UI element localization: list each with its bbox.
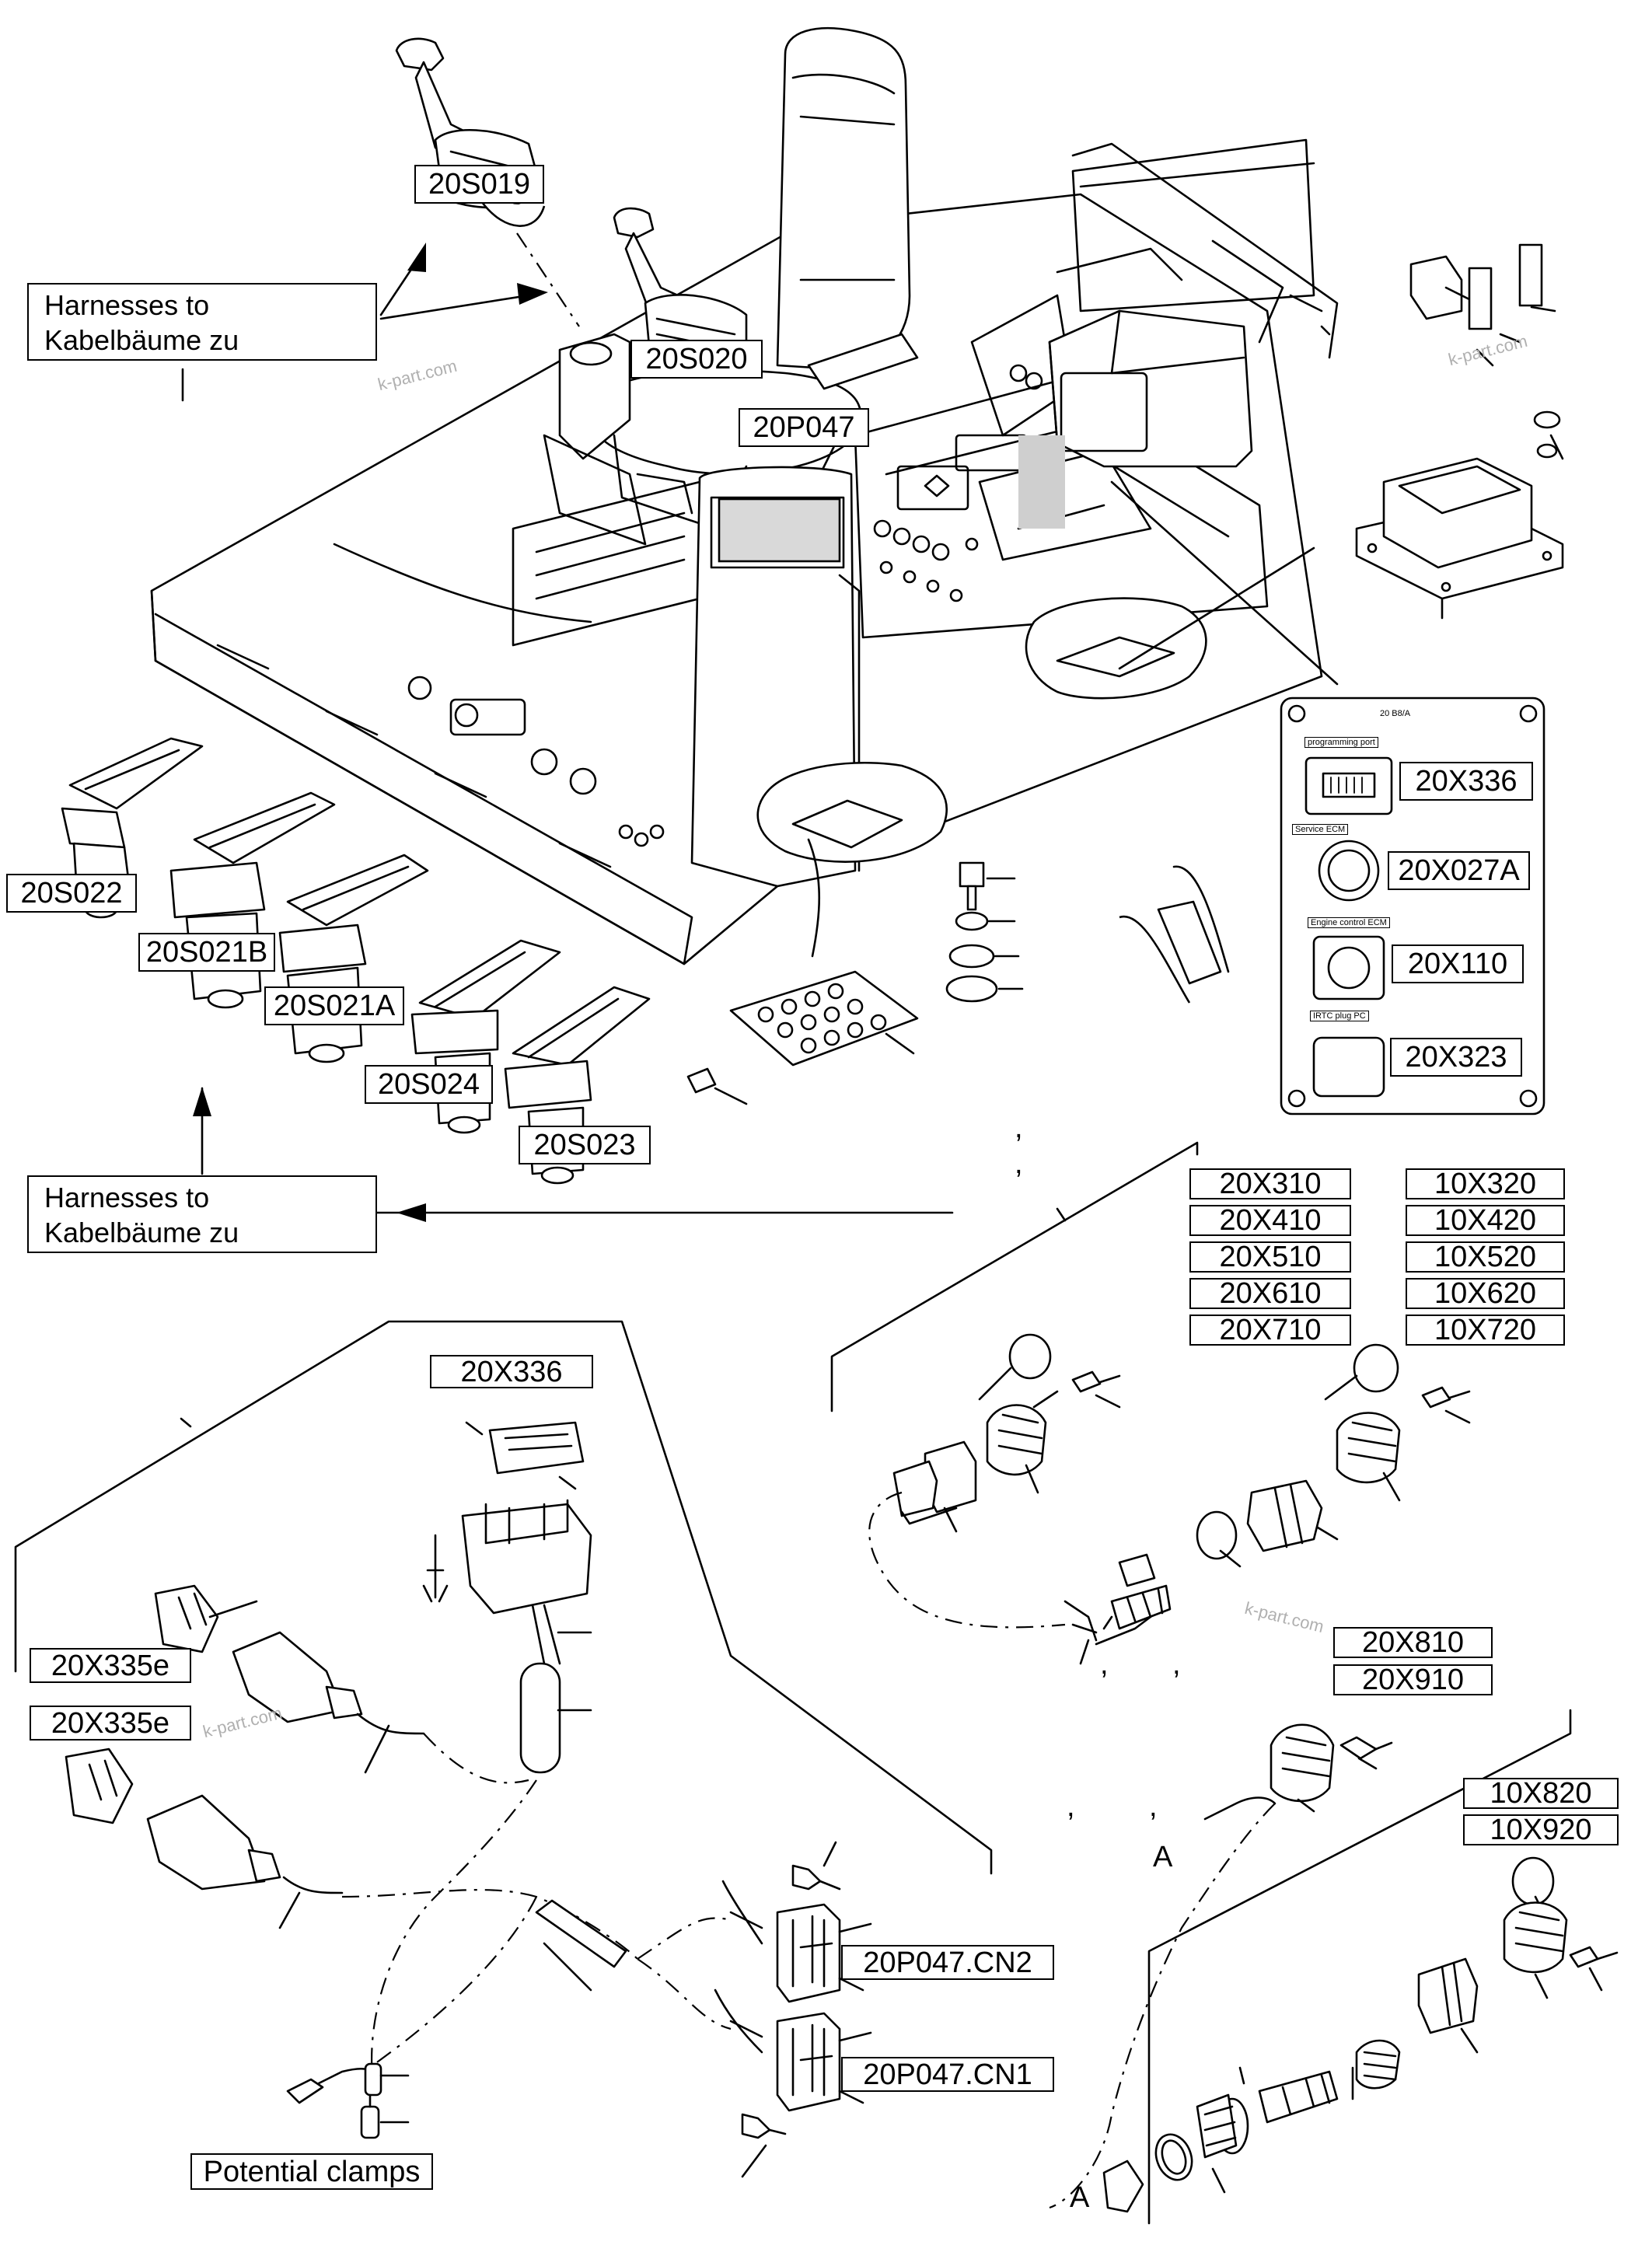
tick-mark-6: ,: [1149, 1790, 1158, 1823]
label-20S023: 20S023: [519, 1126, 651, 1164]
label-20X336-detail: 20X336: [430, 1355, 593, 1388]
connector-20P047-CN2: [776, 1841, 872, 2003]
table-right-1: 10X320: [1406, 1168, 1565, 1199]
harness-path-right: [637, 1917, 732, 2030]
panel-caption-1: programming port: [1304, 737, 1378, 748]
table-left-2: 20X410: [1189, 1205, 1351, 1236]
tick-mark-5: ,: [1067, 1790, 1075, 1823]
harness-note-middle-line2: Kabelbäume zu: [44, 1217, 239, 1248]
pedal-20S021A: [278, 854, 429, 1063]
harness-note-top: Harnesses to Kabelbäume zu: [27, 283, 377, 361]
harness-note-top-line2: Kabelbäume zu: [44, 324, 239, 356]
wire-cn1: [714, 1988, 763, 2054]
cut-mark-a-lower: A: [1070, 2181, 1090, 2214]
junction-box: [1355, 410, 1564, 620]
label-10X920: 10X920: [1463, 1814, 1619, 1845]
joystick-leader: [516, 232, 580, 327]
left-armrest-console: [543, 333, 647, 546]
probe-20X335e-lower: [65, 1747, 344, 1929]
label-20S021B: 20S021B: [138, 933, 275, 972]
table-right-2: 10X420: [1406, 1205, 1565, 1236]
label-potential-clamps: Potential clamps: [190, 2153, 433, 2190]
probe-20X335e-upper: [154, 1584, 425, 1774]
panel-leader: [1110, 480, 1339, 686]
bulkhead-connector-set-2: [1049, 1723, 1619, 2213]
connector-panel: [1280, 697, 1545, 1116]
label-20P047: 20P047: [739, 408, 869, 447]
label-20X110: 20X110: [1392, 944, 1524, 983]
table-left-3: 20X510: [1189, 1241, 1351, 1273]
detail-frames: [14, 1141, 1572, 2225]
label-20X335e-upper: 20X335e: [30, 1648, 191, 1683]
label-20X810: 20X810: [1333, 1627, 1493, 1658]
panel-caption-3: Engine control ECM: [1308, 917, 1390, 928]
label-20S020: 20S020: [630, 340, 763, 379]
table-right-4: 10X620: [1406, 1278, 1565, 1309]
operator-seat: [589, 26, 919, 530]
relay-parts: [1409, 243, 1556, 367]
label-20X027A: 20X027A: [1388, 851, 1530, 890]
table-right-3: 10X520: [1406, 1241, 1565, 1273]
cut-mark-a-upper: A: [1153, 1841, 1173, 1873]
label-20X323: 20X323: [1390, 1038, 1522, 1077]
table-left-5: 20X710: [1189, 1315, 1351, 1346]
panel-caption-4: IRTC plug PC: [1310, 1011, 1369, 1021]
label-20P047-CN1: 20P047.CN1: [841, 2057, 1054, 2092]
harness-path-left: [341, 1733, 638, 2084]
plug-20X336-detail: [422, 1421, 592, 1774]
label-20S024: 20S024: [365, 1065, 493, 1104]
table-left-1: 20X310: [1189, 1168, 1351, 1199]
panel-caption-2: Service ECM: [1292, 824, 1349, 835]
table-right-5: 10X720: [1406, 1315, 1565, 1346]
connector-20P047-CN1: [741, 2012, 872, 2178]
potential-clamps: [286, 2062, 410, 2139]
tick-mark-1: ,: [1015, 1112, 1023, 1144]
tick-mark-3: ,: [1100, 1648, 1109, 1681]
harness-note-middle: Harnesses to Kabelbäume zu: [27, 1175, 377, 1253]
bulkhead-connector-set-1: [868, 1333, 1242, 1665]
harness-note-top-line1: Harnesses to: [44, 289, 210, 321]
bulkhead-connector-set-1b: [1246, 1343, 1471, 1552]
label-20X336-panel: 20X336: [1399, 762, 1533, 801]
table-left-4: 20X610: [1189, 1278, 1351, 1309]
small-hardware: [686, 838, 1230, 1105]
floor-hatches: [756, 597, 1207, 863]
rear-cabinet: [1018, 247, 1253, 529]
harness-note-middle-line1: Harnesses to: [44, 1182, 210, 1213]
harness-sleeve: [535, 1899, 627, 1992]
tick-mark-4: ,: [1172, 1648, 1181, 1681]
hatch-leader: [1118, 546, 1315, 670]
wire-cn2: [721, 1880, 763, 1945]
label-10X820: 10X820: [1463, 1778, 1619, 1809]
label-20P047-CN2: 20P047.CN2: [841, 1945, 1054, 1980]
tick-mark-2: ,: [1015, 1147, 1023, 1180]
label-20S019: 20S019: [414, 165, 544, 204]
label-20X335e-lower: 20X335e: [30, 1706, 191, 1741]
label-20X910: 20X910: [1333, 1664, 1493, 1695]
label-20S021A: 20S021A: [264, 986, 404, 1025]
rear-frame: [1071, 142, 1339, 359]
label-20S022: 20S022: [6, 874, 137, 913]
panel-title: 20 B8/A: [1380, 709, 1411, 718]
